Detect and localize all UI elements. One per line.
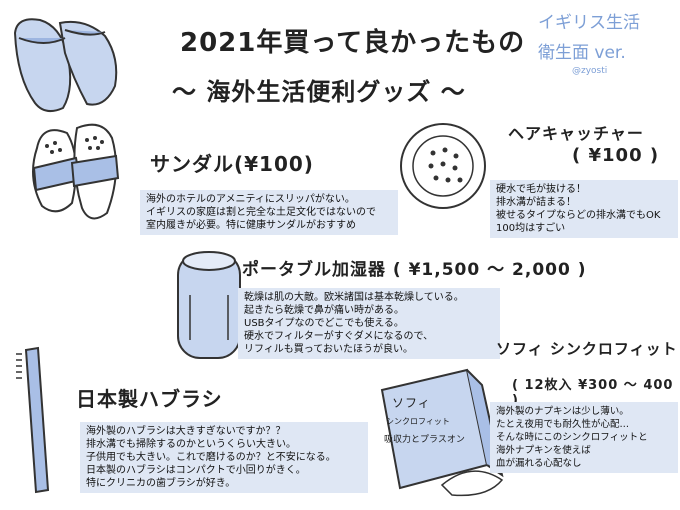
page-title: 2021年買って良かったもの	[180, 28, 526, 58]
toothbrush-title: 日本製ハブラシ	[76, 387, 223, 411]
hair-catcher-line: 硬水で毛が抜ける！	[496, 184, 586, 195]
humidifier-title: ポータブル加湿器 ( ¥1,500 〜 2,000 )	[242, 260, 587, 280]
sandals-illustration	[32, 123, 120, 220]
humidifier-line: 硬水でフィルターがすぐダメになるので、	[244, 331, 434, 342]
toothbrush-illustration	[16, 346, 50, 494]
toothbrush-description: 海外製のハブラシは大きすぎないですか？？ 排水溝でも掃除するのかというくらい大き…	[80, 422, 368, 493]
toothbrush-line: 日本製のハブラシはコンパクトで小回りがきく。	[86, 465, 306, 476]
toothbrush-line: 特にクリニカの歯ブラシが好き。	[86, 478, 236, 489]
hair-catcher-description: 硬水で毛が抜ける！ 排水溝が詰まる！ 被せるタイプならどの排水溝でもOK 100…	[490, 180, 678, 238]
tag-line-2: 衛生面 ver.	[538, 43, 626, 63]
toothbrush-line: 海外製のハブラシは大きすぎないですか？？	[86, 426, 286, 437]
slippers-illustration	[13, 18, 118, 113]
hair-catcher-line: 100均はすごい	[496, 223, 566, 234]
hair-catcher-title: ヘアキャッチャー	[508, 124, 644, 143]
sofy-line: 海外ナプキンを使えば	[496, 445, 591, 456]
humidifier-line: 乾燥は肌の大敵。欧米諸国は基本乾燥している。	[244, 292, 464, 303]
sofy-line: 血が漏れる心配なし	[496, 458, 582, 469]
sofy-line: たとえ夜用でも耐久性が心配…	[496, 419, 630, 430]
sofy-price: ( 12枚入 ¥300 〜 400 )	[512, 378, 674, 408]
humidifier-illustration	[177, 251, 241, 359]
toothbrush-line: 子供用でも大きい。これで磨けるのか？と不安になる。	[86, 452, 336, 463]
hair-catcher-price: ( ¥100 )	[572, 145, 660, 166]
sandal-line: イギリスの家庭は割と完全な土足文化ではないので	[146, 207, 376, 218]
hair-catcher-line: 排水溝が詰まる！	[496, 197, 576, 208]
sofy-package-line-1: シンクロフィット	[386, 417, 450, 426]
humidifier-line: リフィルも買っておいたほうが良い。	[244, 344, 413, 355]
author-handle: @zyosti	[572, 66, 608, 76]
sofy-package-line-2: 吸収力とプラスオン	[384, 435, 465, 445]
sandal-description: 海外のホテルのアメニティにスリッパがない。 イギリスの家庭は割と完全な土足文化で…	[140, 190, 398, 235]
humidifier-description: 乾燥は肌の大敵。欧米諸国は基本乾燥している。 起きたら乾燥で鼻が痛い時がある。 …	[238, 288, 500, 359]
toothbrush-line: 排水溝でも掃除するのかというくらい大きい。	[86, 439, 296, 450]
hair-catcher-illustration	[400, 123, 486, 209]
sofy-package-illustration	[380, 368, 504, 497]
sandal-line: 室内履きが必要。特に健康サンダルがおすすめ	[146, 220, 356, 231]
tag-line-1: イギリス生活	[538, 13, 640, 33]
sofy-title: ソフィ シンクロフィット	[496, 340, 678, 358]
hair-catcher-line: 被せるタイプならどの排水溝でもOK	[496, 210, 661, 221]
sofy-description: 海外製のナプキンは少し薄い。 たとえ夜用でも耐久性が心配… そんな時にこのシンク…	[490, 402, 678, 473]
sofy-line: そんな時にこのシンクロフィットと	[496, 432, 648, 443]
sofy-line: 海外製のナプキンは少し薄い。	[496, 406, 629, 417]
sandal-title: サンダル(¥100)	[150, 152, 314, 176]
humidifier-line: USBタイプなのでどこでも使える。	[244, 318, 404, 329]
humidifier-line: 起きたら乾燥で鼻が痛い時がある。	[244, 305, 404, 316]
page-subtitle: 〜 海外生活便利グッズ 〜	[172, 78, 466, 106]
sandal-line: 海外のホテルのアメニティにスリッパがない。	[146, 194, 355, 205]
sofy-package-brand: ソフィ	[392, 396, 431, 410]
